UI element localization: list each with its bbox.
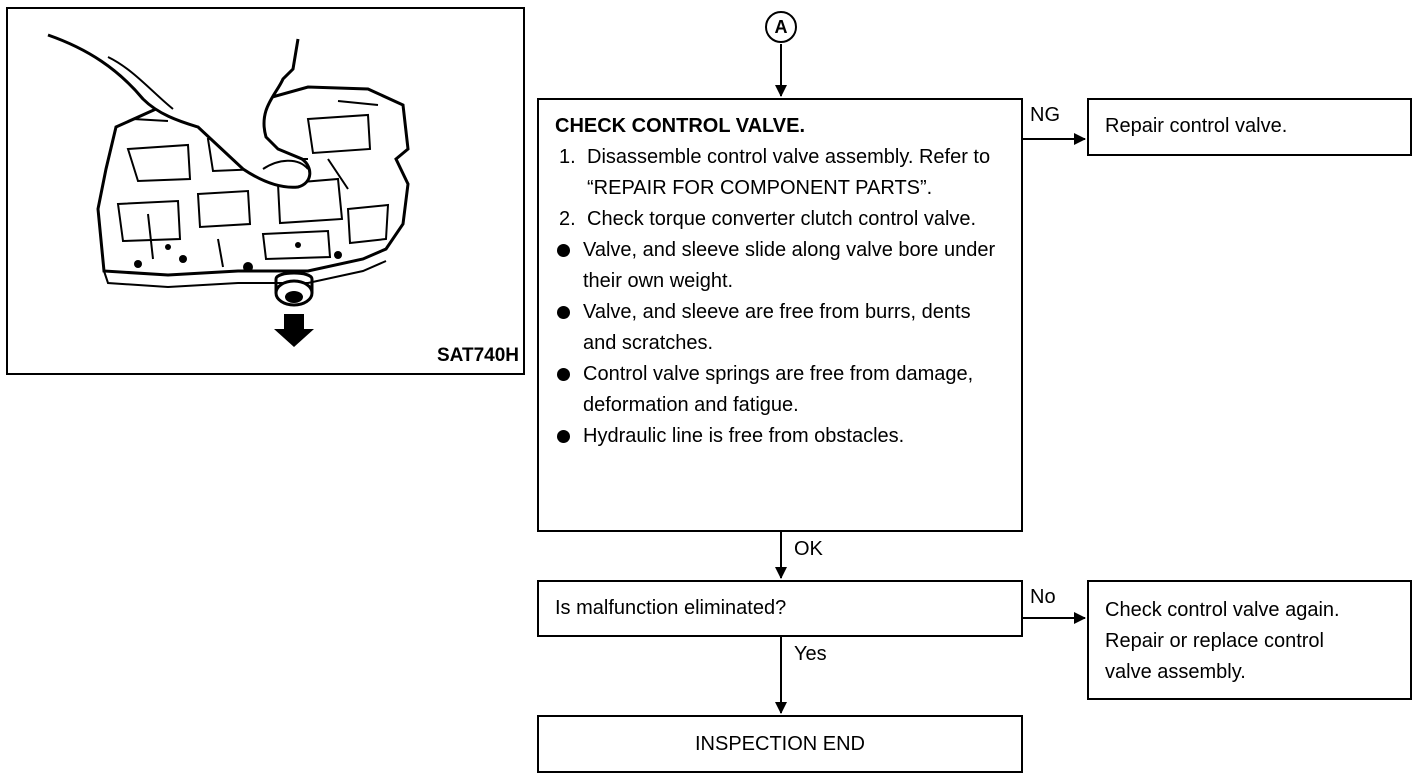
inspection-end-box: INSPECTION END [537,715,1023,773]
start-node: A [765,11,797,43]
control-valve-illustration: SAT740H [6,7,525,375]
step-number: 2. [559,208,576,230]
bullet-item: Control valve springs are free from dama… [555,359,1007,421]
edge-label-ok: OK [794,538,823,560]
valve-body-drawing [47,33,410,347]
repair-control-valve-box: Repair control valve. [1087,98,1412,156]
figure-code: SAT740H [436,345,519,366]
check-box-title: CHECK CONTROL VALVE. [555,115,806,137]
bullet-item: Hydraulic line is free from obstacles. [555,421,1007,452]
step-2: 2. Check torque converter clutch control… [555,204,1007,235]
check-again-box: Check control valve again. Repair or rep… [1087,580,1412,700]
malfunction-question-box: Is malfunction eliminated? [537,580,1023,637]
check-control-valve-box: CHECK CONTROL VALVE. 1. Disassemble cont… [537,98,1023,532]
bullet-item: Valve, and sleeve slide along valve bore… [555,235,1007,297]
step-text: Check torque converter clutch control va… [587,208,977,230]
check-again-line: Check control valve again. [1105,599,1340,621]
check-again-line: valve assembly. [1105,661,1246,683]
step-1: 1. Disassemble control valve assembly. R… [555,142,1007,204]
step-number: 1. [559,146,576,168]
edge-label-yes: Yes [794,643,827,665]
check-again-line: Repair or replace control [1105,630,1324,652]
edge-label-no: No [1030,586,1056,608]
step-text: Disassemble control valve assembly. Refe… [587,146,991,199]
bullet-item: Valve, and sleeve are free from burrs, d… [555,297,1007,359]
edge-label-ng: NG [1030,104,1060,126]
